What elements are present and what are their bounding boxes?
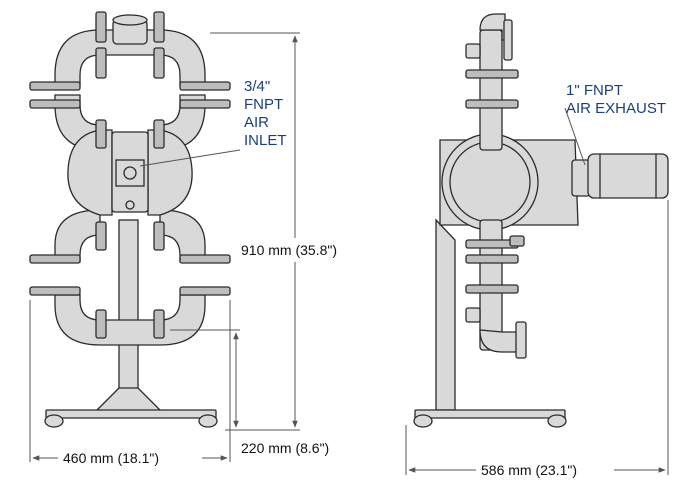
side-stand: [413, 218, 567, 428]
air-exhaust-label-line-1: 1" FNPT: [566, 82, 623, 99]
front-stand: [44, 219, 218, 428]
air-inlet-label-line-2: FNPT: [244, 96, 284, 113]
side-clamps: [465, 69, 525, 294]
dimension-lines: [29, 32, 669, 475]
air-inlet-label-line-4: INLET: [244, 132, 287, 149]
side-width-dimension-label: 586 mm (23.1"): [478, 462, 581, 478]
air-exhaust-label-line-2: AIR EXHAUST: [566, 100, 667, 117]
front-view-pump: [29, 11, 231, 428]
callout-leaders: [139, 107, 586, 167]
height-dimension-label: 910 mm (35.8"): [238, 242, 341, 258]
front-clamps: [29, 11, 231, 339]
side-exhaust-muffler: [587, 153, 669, 199]
air-inlet-label-line-3: AIR: [244, 114, 270, 131]
front-width-dimension-label: 460 mm (18.1"): [60, 450, 163, 466]
front-diaphragm-chambers: [67, 129, 193, 216]
base-height-dimension-label: 220 mm (8.6"): [238, 440, 333, 456]
side-housing: [439, 133, 591, 231]
air-inlet-label-line-1: 3/4": [244, 78, 271, 95]
side-view-pump: [413, 13, 669, 428]
